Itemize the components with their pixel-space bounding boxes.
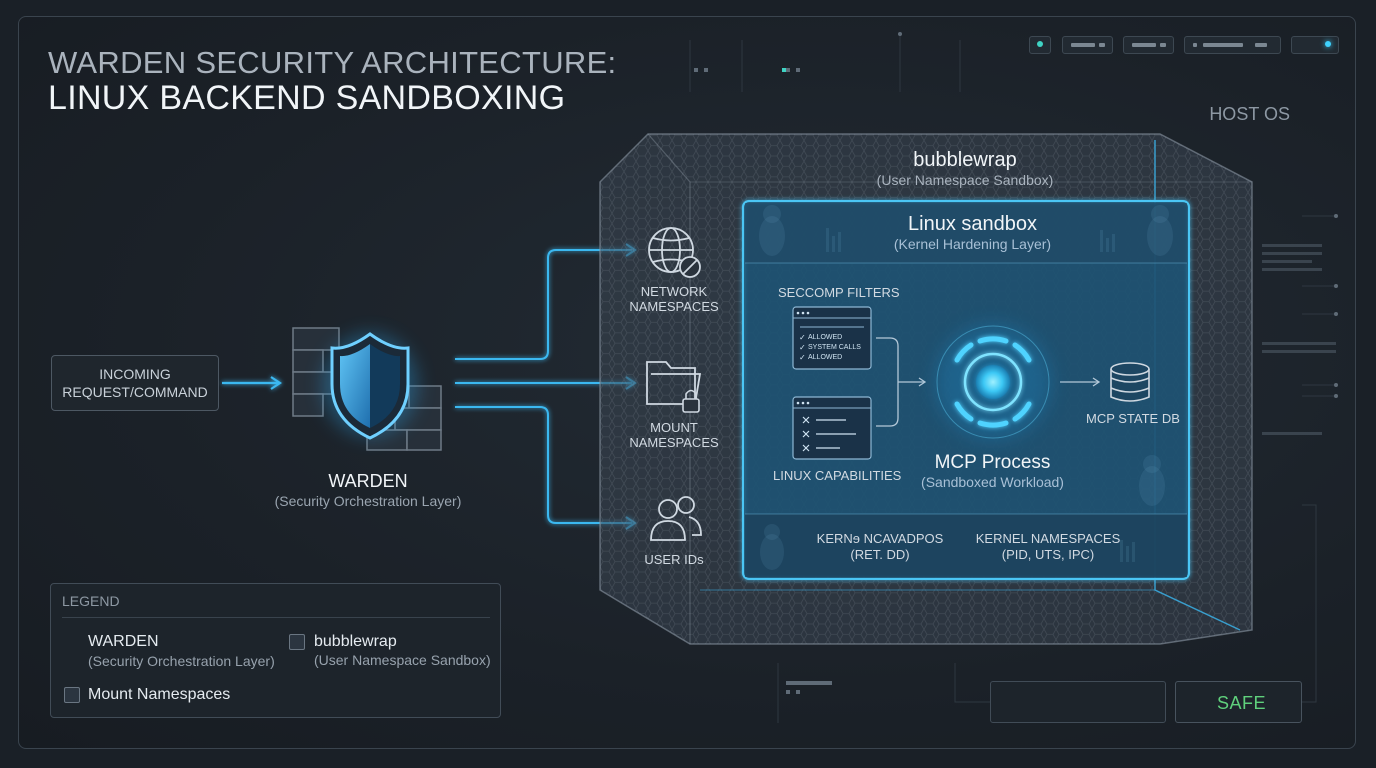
users-icon xyxy=(648,494,704,542)
mcp-core-icon xyxy=(935,324,1051,440)
safe-status-panel xyxy=(1175,681,1302,723)
legend-bubblewrap-swatch xyxy=(289,634,305,650)
warden-label: WARDEN xyxy=(328,471,408,491)
verified-icon xyxy=(1269,693,1289,713)
seccomp-item: ALLOWED xyxy=(808,354,843,361)
network-namespaces-label: NETWORK NAMESPACES xyxy=(629,284,719,314)
diagram-title-line2: LINUX BACKEND SANDBOXING xyxy=(48,79,566,117)
status-chip xyxy=(1029,36,1051,54)
host-os-label: HOST OS xyxy=(1209,104,1290,124)
diagram-title-line1: WARDEN SECURITY ARCHITECTURE: xyxy=(48,45,617,80)
incoming-request-box: INCOMING REQUEST/COMMAND xyxy=(51,355,219,411)
status-chip xyxy=(1123,36,1174,54)
user-ids-label: USER IDs xyxy=(644,552,704,567)
safe-status-label: SAFE xyxy=(1217,693,1267,713)
database-icon xyxy=(1108,360,1152,406)
mount-namespaces-label: MOUNT NAMESPACES xyxy=(629,420,719,450)
seccomp-item: SYSTEM CALLS xyxy=(808,344,861,351)
seccomp-check-icon: ✓✓✓ xyxy=(799,333,806,362)
legend-mount-name: Mount Namespaces xyxy=(88,686,231,703)
legend-title: LEGEND xyxy=(62,593,120,609)
status-chip xyxy=(1062,36,1113,54)
seccomp-item: ALLOWED xyxy=(808,334,843,341)
linux-capabilities-label: LINUX CAPABILITIES xyxy=(773,468,902,483)
warden-shield-icon xyxy=(290,326,445,452)
status-chip xyxy=(1184,36,1281,54)
seccomp-filters-label: SECCOMP FILTERS xyxy=(778,285,900,300)
legend-shield-icon xyxy=(60,630,80,653)
legend-bubblewrap-subtitle: (User Namespace Sandbox) xyxy=(314,652,491,668)
safe-check-icon xyxy=(1185,691,1209,715)
status-chip xyxy=(1291,36,1339,54)
mcp-state-db-label: MCP STATE DB xyxy=(1086,411,1180,426)
kernel-namespaces-line2: (PID, UTS, IPC) xyxy=(1001,547,1095,562)
legend-warden-subtitle: (Security Orchestration Layer) xyxy=(88,653,275,669)
legend-bubblewrap-name: bubblewrap xyxy=(314,633,397,650)
kernel-left-line1: KERNɘ NCAVADPOS xyxy=(816,531,944,546)
mcp-process-title: MCP Process xyxy=(934,452,1051,473)
kernel-left-line2: (RET. DD) xyxy=(850,547,910,562)
folder-lock-icon xyxy=(645,358,703,414)
status-panel xyxy=(990,681,1166,723)
legend-mount-swatch xyxy=(64,687,80,703)
bubblewrap-title: bubblewrap xyxy=(913,149,1017,171)
legend-box xyxy=(50,583,501,718)
mcp-process-subtitle: (Sandboxed Workload) xyxy=(921,474,1064,490)
kernel-namespaces-line1: KERNEL NAMESPACES xyxy=(975,531,1121,546)
warden-subtitle: (Security Orchestration Layer) xyxy=(274,493,462,509)
globe-blocked-icon xyxy=(646,226,702,278)
legend-divider xyxy=(62,617,490,618)
legend-warden-name: WARDEN xyxy=(88,633,159,650)
linux-sandbox-subtitle: (Kernel Hardening Layer) xyxy=(893,236,1052,252)
incoming-arrow-icon xyxy=(222,376,282,390)
bubblewrap-subtitle: (User Namespace Sandbox) xyxy=(876,172,1054,188)
linux-sandbox-title: Linux sandbox xyxy=(908,213,1037,235)
